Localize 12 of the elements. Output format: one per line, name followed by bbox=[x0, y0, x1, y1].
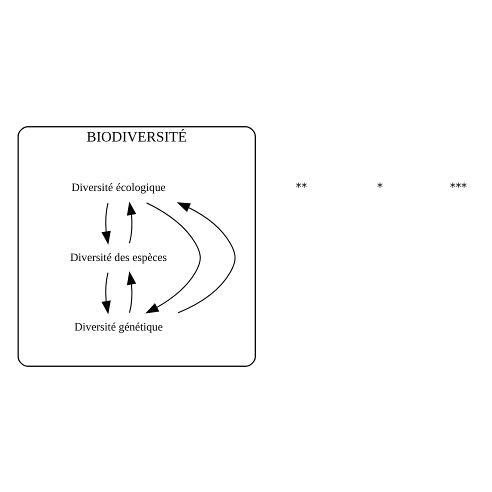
label: * bbox=[377, 180, 383, 194]
label: ** bbox=[296, 180, 308, 194]
node-text: Diversité génétique bbox=[74, 320, 163, 333]
arrow bbox=[145, 202, 201, 314]
node-text: Diversité des espèces bbox=[70, 251, 167, 264]
arrow bbox=[101, 272, 111, 314]
arrow bbox=[126, 270, 136, 312]
node-text: Diversité écologique bbox=[71, 182, 166, 194]
arrow bbox=[101, 202, 111, 244]
arrow bbox=[176, 202, 236, 313]
label: *** bbox=[450, 180, 467, 194]
arrow bbox=[126, 201, 136, 243]
